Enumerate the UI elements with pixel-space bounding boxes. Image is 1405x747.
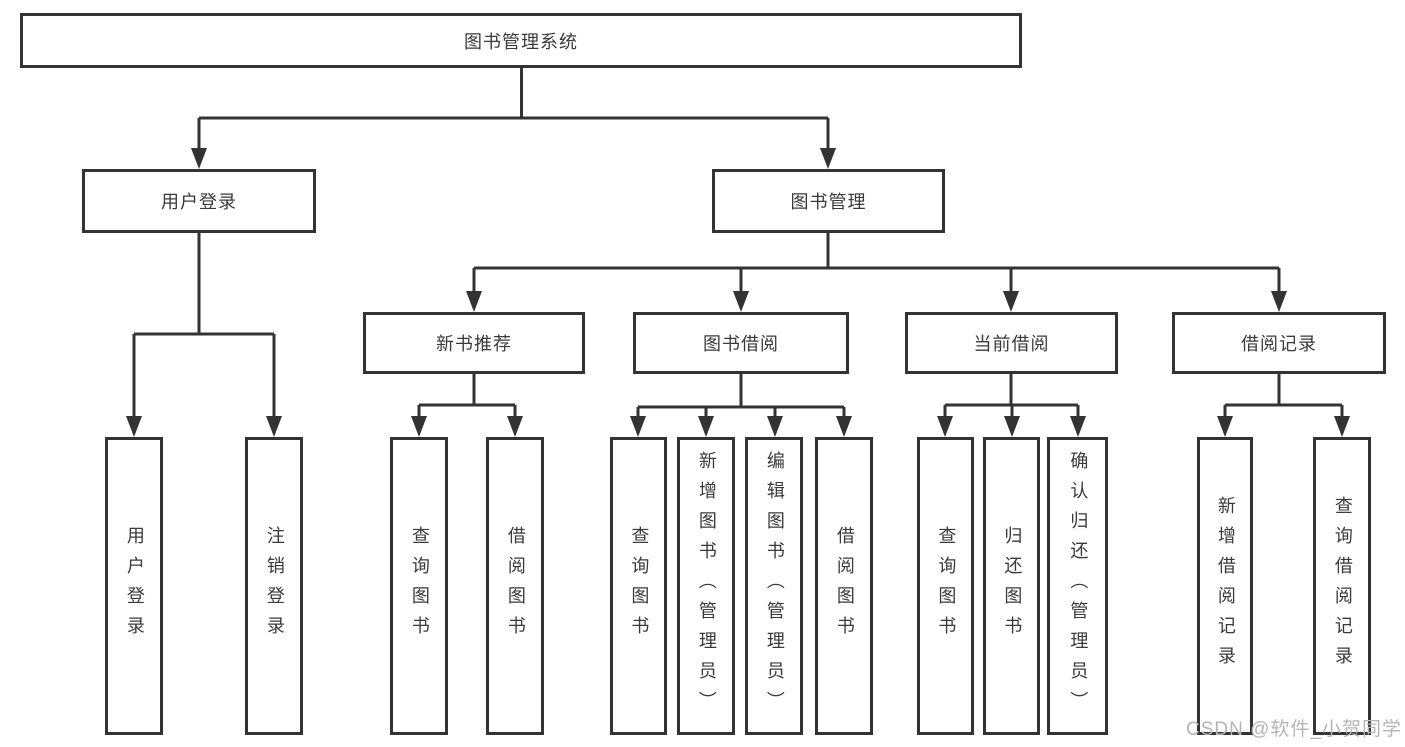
leaf-label: 注销登录 <box>264 526 285 646</box>
leaf-query-books-current: 查询图书 <box>917 437 974 735</box>
leaf-add-books-admin: 新增图书（管理员） <box>677 437 735 735</box>
leaf-query-books-recommend: 查询图书 <box>390 437 448 735</box>
leaf-borrow-books-recommend: 借阅图书 <box>486 437 544 735</box>
leaf-borrow-books: 借阅图书 <box>815 437 873 735</box>
leaf-confirm-return-admin: 确认归还（管理员） <box>1047 437 1108 735</box>
leaf-user-login: 用户登录 <box>105 437 163 735</box>
leaf-label: 归还图书 <box>1002 526 1023 646</box>
leaf-edit-books-admin: 编辑图书（管理员） <box>745 437 803 735</box>
leaf-label: 查询图书 <box>409 526 430 646</box>
node-book-management: 图书管理 <box>712 169 945 233</box>
node-label: 图书借阅 <box>703 334 779 354</box>
node-current-borrow: 当前借阅 <box>905 312 1118 374</box>
leaf-label: 编辑图书（管理员） <box>764 451 785 721</box>
node-borrow-records: 借阅记录 <box>1172 312 1386 374</box>
leaf-label: 查询借阅记录 <box>1332 496 1353 676</box>
node-library-system: 图书管理系统 <box>20 13 1022 68</box>
leaf-label: 借阅图书 <box>505 526 526 646</box>
leaf-logout: 注销登录 <box>245 437 303 735</box>
leaf-label: 查询图书 <box>936 526 957 646</box>
leaf-query-books-borrow: 查询图书 <box>610 437 667 735</box>
node-label: 当前借阅 <box>973 334 1050 354</box>
node-label: 图书管理系统 <box>464 31 578 52</box>
leaf-return-books: 归还图书 <box>983 437 1040 735</box>
node-label: 图书管理 <box>790 192 867 212</box>
node-label: 用户登录 <box>161 192 237 212</box>
leaf-query-borrow-record: 查询借阅记录 <box>1313 437 1371 735</box>
node-new-book-recommend: 新书推荐 <box>363 312 585 374</box>
node-book-borrow: 图书借阅 <box>633 312 849 374</box>
leaf-label: 借阅图书 <box>834 526 855 646</box>
leaf-label: 新增图书（管理员） <box>696 451 717 721</box>
watermark: CSDN @软件_小贺同学 <box>1186 719 1402 740</box>
leaf-label: 查询图书 <box>629 526 650 646</box>
leaf-label: 用户登录 <box>124 526 145 646</box>
node-label: 借阅记录 <box>1241 334 1317 354</box>
leaf-add-borrow-record: 新增借阅记录 <box>1197 437 1253 735</box>
leaf-label: 新增借阅记录 <box>1215 496 1236 676</box>
leaf-label: 确认归还（管理员） <box>1068 451 1089 721</box>
node-user-login: 用户登录 <box>82 169 316 233</box>
node-label: 新书推荐 <box>436 334 512 354</box>
